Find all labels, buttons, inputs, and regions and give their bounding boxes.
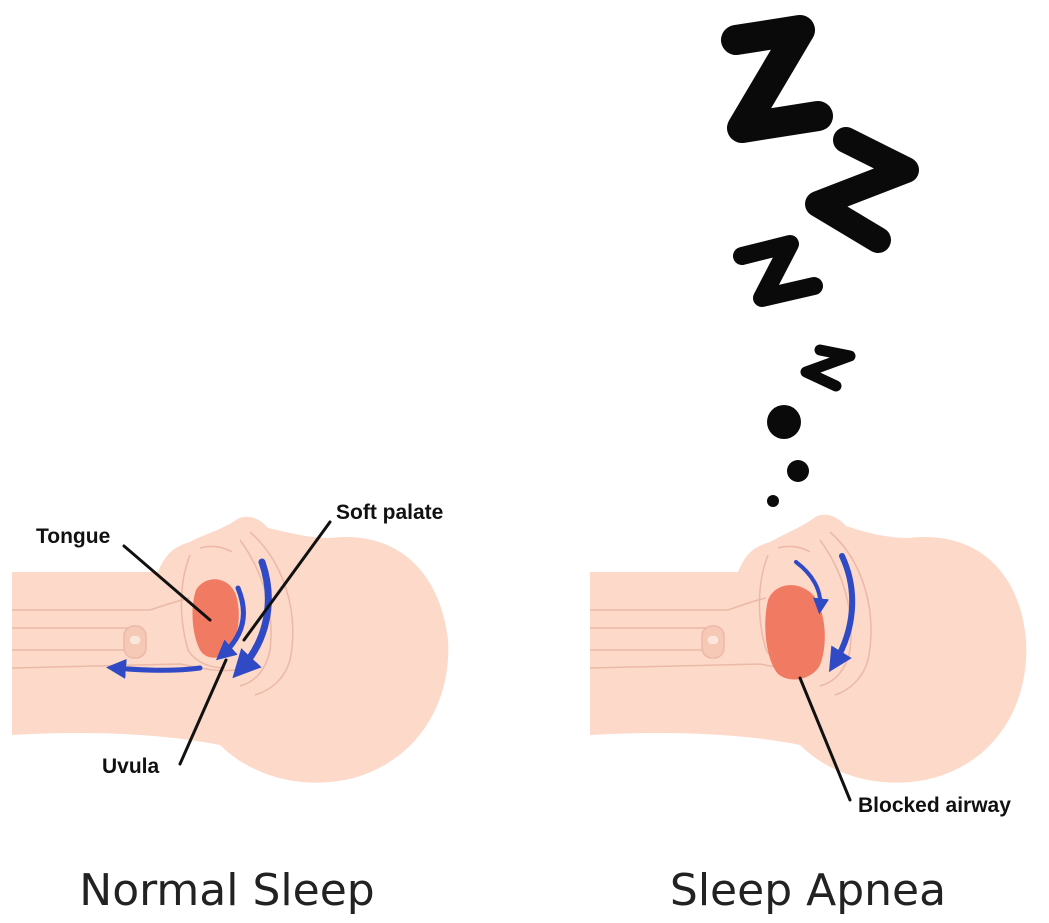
soft-palate-label: Soft palate	[336, 501, 443, 524]
snore-dot-large	[767, 405, 801, 439]
normal-sleep-panel: Tongue Soft palate Uvula Normal Sleep	[12, 501, 448, 916]
sleep-apnea-panel: Blocked airway Sleep Apnea	[590, 30, 1026, 916]
normal-sleep-caption: Normal Sleep	[79, 865, 374, 916]
blocked-airway-label: Blocked airway	[858, 794, 1011, 817]
tongue-label: Tongue	[36, 525, 110, 548]
sleep-apnea-caption: Sleep Apnea	[670, 865, 946, 916]
snore-dot-medium	[787, 460, 809, 482]
snore-z-icon	[736, 30, 906, 386]
snore-dot-small	[767, 495, 779, 507]
apnea-tongue-shape	[765, 585, 825, 679]
airflow-arrow-icon	[114, 668, 200, 670]
uvula-label: Uvula	[102, 755, 160, 778]
